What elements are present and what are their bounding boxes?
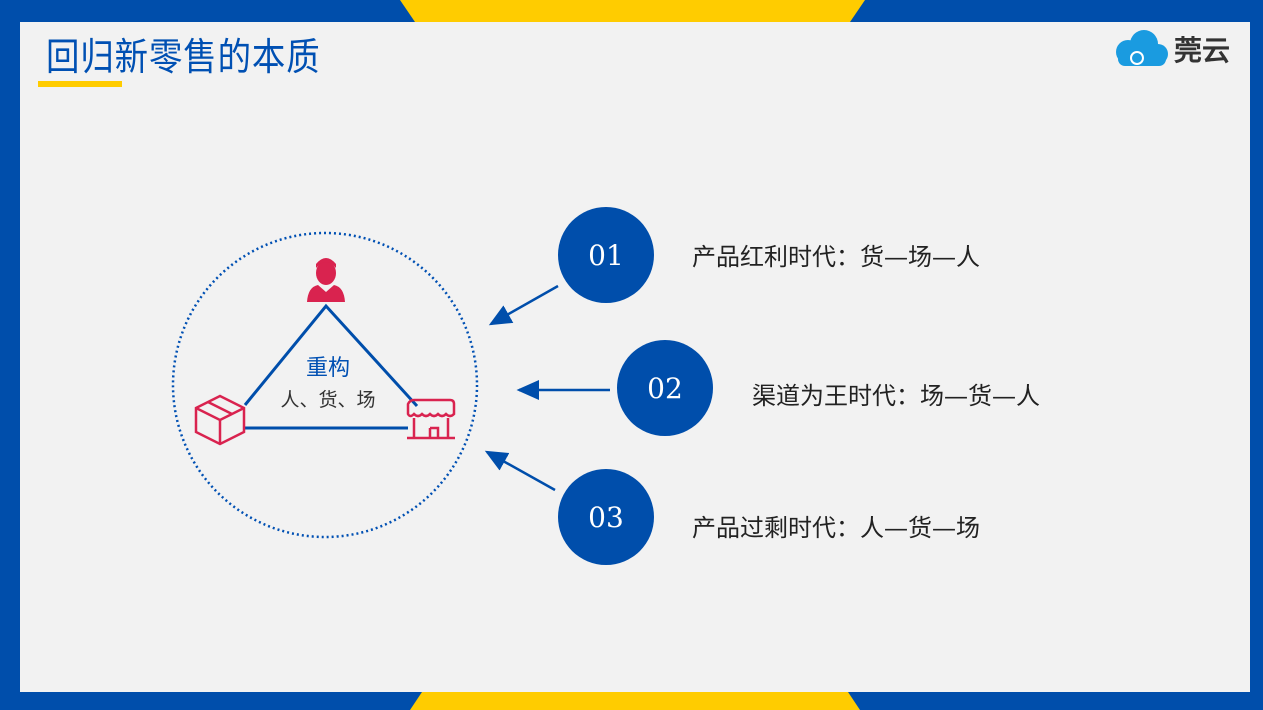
dotted-circle — [171, 231, 479, 539]
person-icon — [307, 258, 345, 302]
box-icon — [194, 394, 246, 446]
era-label-02: 渠道为王时代：场—货—人 — [752, 382, 1040, 410]
slide-title: 回归新零售的本质 — [46, 35, 321, 79]
era-number-03: 03 — [558, 469, 654, 565]
arrow-01 — [488, 284, 559, 326]
title-underline — [38, 81, 122, 87]
center-title: 重构 — [305, 356, 350, 381]
era-number-01: 01 — [558, 207, 654, 303]
bottom-yellow-band — [410, 692, 860, 710]
top-yellow-band — [400, 0, 865, 22]
triangle-sides — [243, 303, 419, 408]
store-icon — [406, 398, 456, 440]
cloud-logo-icon — [1116, 30, 1168, 66]
arrow-03 — [484, 450, 556, 492]
era-number-02: 02 — [617, 340, 713, 436]
logo-text: 莞云 — [1174, 34, 1231, 67]
center-subtitle: 人、货、场 — [280, 389, 376, 411]
era-label-03: 产品过剩时代：人—货—场 — [692, 514, 980, 542]
era-label-01: 产品红利时代：货—场—人 — [692, 243, 980, 271]
